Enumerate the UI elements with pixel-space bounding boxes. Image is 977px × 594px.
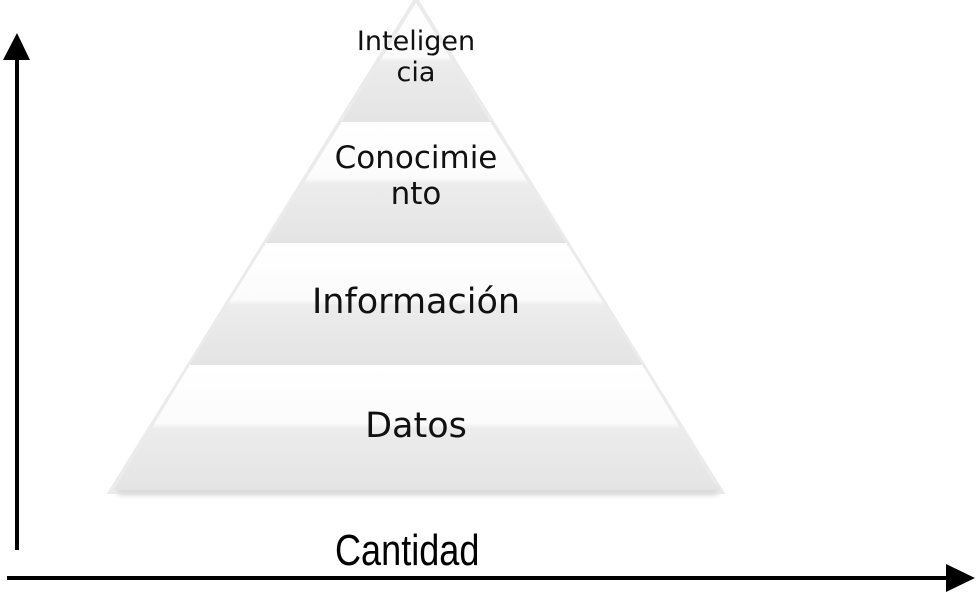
x-axis-arrowhead-icon — [946, 564, 975, 592]
label-line: cia — [396, 57, 436, 89]
pyramid-layer-inteligencia — [342, 3, 490, 122]
pyramid-layer-conocimiento — [266, 125, 566, 243]
pyramid-layer-datos — [114, 368, 718, 490]
pyramid-layer-informacion — [190, 246, 642, 365]
layer-label-conocimiento: Conocimie nto — [306, 140, 526, 212]
label-line: Conocimie — [334, 140, 498, 176]
layer-label-datos: Datos — [316, 406, 516, 446]
label-line: Inteligen — [356, 26, 476, 57]
label-line: Datos — [365, 406, 467, 446]
layer-label-informacion: Información — [266, 282, 566, 322]
x-axis-label: Cantidad — [335, 526, 480, 575]
y-axis-arrowhead-icon — [3, 33, 30, 60]
label-line: Información — [311, 282, 521, 322]
label-line: nto — [390, 175, 442, 212]
layer-label-inteligencia: Inteligen cia — [336, 26, 496, 88]
